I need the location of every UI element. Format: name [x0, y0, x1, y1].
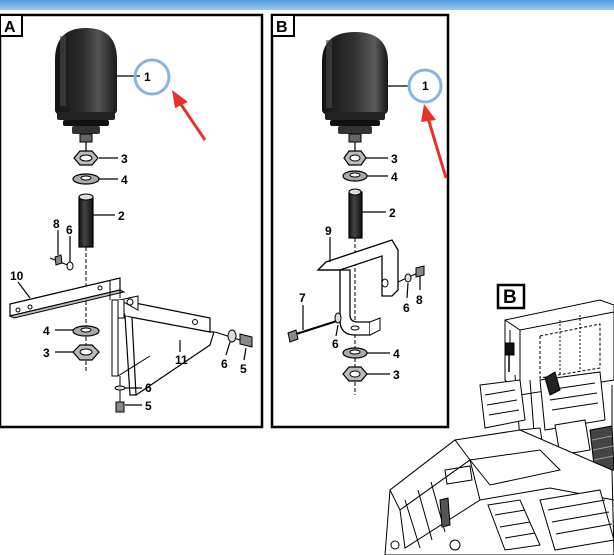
nut-b-lower	[342, 366, 368, 382]
panel-b: B	[270, 13, 450, 429]
callout-a-4: 4	[121, 173, 128, 187]
callout-a-6-bottom: 6	[145, 381, 152, 395]
long-bolt-b	[287, 312, 342, 343]
callouts-a	[17, 75, 247, 406]
callout-b-6-side: 6	[403, 301, 410, 315]
callout-b-6: 6	[332, 337, 339, 351]
red-arrow-b	[421, 104, 448, 179]
callout-b-8: 8	[416, 293, 423, 307]
callout-b-7: 7	[299, 291, 306, 305]
washer-b-lower	[342, 347, 368, 359]
callout-a-6: 6	[66, 223, 73, 237]
callout-a-3: 3	[121, 152, 128, 166]
machine-label: B	[503, 287, 517, 308]
callout-b-3-lower: 3	[393, 368, 400, 382]
callout-b-4-lower: 4	[393, 347, 400, 361]
panel-b-label-box	[271, 14, 295, 37]
callout-a-6-side: 6	[221, 357, 228, 371]
washer-b	[342, 170, 368, 182]
red-arrow-a	[172, 90, 207, 141]
callout-b-9: 9	[325, 224, 332, 238]
callout-a-2: 2	[118, 209, 125, 223]
callout-a-3-lower: 3	[43, 346, 50, 360]
nut-b	[343, 150, 367, 166]
callout-b-2: 2	[389, 206, 396, 220]
bracket-frame-a	[111, 295, 215, 396]
callout-a-11: 11	[175, 353, 188, 367]
callout-b-1: 1	[422, 79, 429, 93]
side-bolt-a	[214, 329, 253, 348]
callout-a-8: 8	[53, 217, 60, 231]
nut-a	[73, 150, 99, 166]
machine-label-box	[496, 283, 526, 310]
callouts-b	[302, 85, 421, 375]
paver-machine-illustration	[384, 299, 614, 555]
panel-a-label: A	[4, 19, 16, 36]
washer-a	[72, 173, 100, 185]
nut-a-lower	[72, 344, 100, 361]
callout-a-4-lower: 4	[43, 324, 50, 338]
highlight-circle-b	[407, 68, 443, 104]
callout-a-1: 1	[144, 70, 151, 84]
spacer-tube-b	[348, 188, 363, 239]
highlight-circle-a	[133, 58, 171, 96]
washer-a-lower	[72, 325, 100, 337]
callout-b-3: 3	[391, 152, 398, 166]
top-window-bar	[0, 0, 614, 10]
panel-a-label-box	[0, 14, 23, 37]
beacon-lamp-b	[322, 32, 388, 143]
bracket-b	[316, 239, 399, 336]
beacon-lamp-a	[55, 28, 117, 143]
panel-b-label: B	[276, 19, 288, 36]
callout-b-4: 4	[391, 170, 398, 184]
spacer-tube-a	[78, 193, 94, 248]
bottom-bolt-a	[114, 376, 126, 413]
bracket-plate-a	[8, 277, 126, 319]
callout-a-10: 10	[10, 269, 24, 283]
callout-a-5-side: 5	[240, 362, 247, 376]
panel-a: A	[0, 13, 264, 429]
small-bolt-b	[397, 265, 425, 283]
callout-a-5-bottom: 5	[145, 399, 152, 413]
